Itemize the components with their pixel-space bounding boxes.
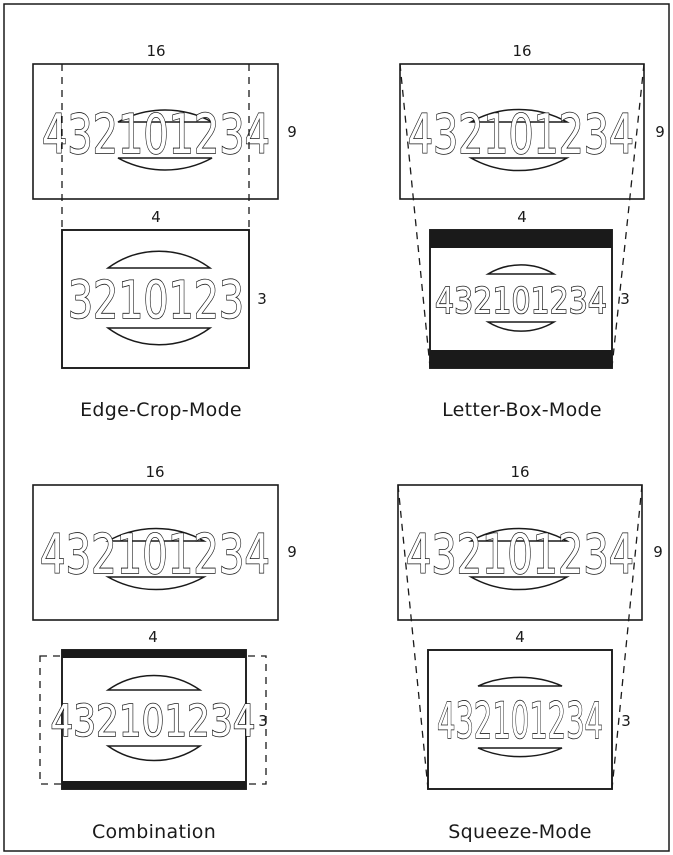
width-label: 4 [151,208,161,226]
upper-hatched-segment [468,527,570,542]
test-pattern-digits: 432101234 [51,696,256,747]
combination-narrow-screen: 432101234 4 3 [39,628,268,790]
width-label: 4 [148,628,158,646]
overscan-outline [39,655,267,785]
upper-hatched-segment [485,264,557,275]
wide-frame [32,63,279,200]
letter-box-wide-screen: 432101234 16 9 [399,42,665,200]
narrow-frame [61,649,247,790]
lower-hatched-segment [105,327,213,346]
width-label: 4 [517,208,527,226]
test-pattern-digits: 432101234 [42,103,270,166]
panel-combination: 432101234 16 9 432101234 4 3 Combination [32,463,297,843]
edge-crop-narrow-screen: 3210123 4 3 [61,208,267,369]
lower-hatched-segment [477,747,563,758]
height-label: 9 [287,123,297,141]
mode-caption: Letter-Box-Mode [442,399,602,421]
upper-hatched-segment [468,108,570,123]
height-label: 9 [653,543,663,561]
projection-guide-left [399,63,431,368]
letter-box-narrow-screen: 432101234 4 3 [429,208,630,369]
width-label: 16 [145,463,164,481]
upper-hatched-segment [105,674,203,691]
width-label: 16 [510,463,529,481]
panel-edge-crop: 432101234 16 9 3210123 4 3 Edge-Crop-Mod… [32,42,297,421]
squeeze-wide-screen: 432101234 16 9 [397,463,663,621]
lower-hatched-segment [468,576,570,591]
letterbox-bar-bottom [62,781,246,789]
lower-hatched-segment [117,157,213,171]
edge-crop-wide-screen: 432101234 16 9 [32,42,297,200]
letterbox-bar-top [430,230,612,248]
height-label: 3 [257,290,267,308]
panel-squeeze: 432101234 16 9 432101234 4 3 Squeeze-Mod… [397,463,663,843]
width-label: 16 [512,42,531,60]
wide-frame [397,484,643,621]
mode-caption: Edge-Crop-Mode [80,399,242,421]
upper-hatched-segment [105,250,213,269]
combination-wide-screen: 432101234 16 9 [32,463,297,621]
width-label: 16 [146,42,165,60]
test-pattern-digits: 432101234 [408,103,634,166]
upper-hatched-segment [105,527,207,542]
test-pattern-digits: 3210123 [68,271,244,331]
width-label: 4 [515,628,525,646]
height-label: 9 [655,123,665,141]
test-pattern-digits: 432101234 [437,692,603,750]
squeeze-narrow-screen: 432101234 4 3 [427,628,631,790]
test-pattern-digits: 432101234 [406,523,634,586]
height-label: 3 [258,712,268,730]
letterbox-bar-bottom [430,350,612,368]
letterbox-bar-top [62,650,246,658]
lower-hatched-segment [105,745,203,762]
lower-hatched-segment [485,321,557,332]
upper-hatched-segment [117,109,213,123]
height-label: 3 [620,290,630,308]
lower-hatched-segment [468,157,570,172]
narrow-frame [429,229,613,369]
mode-caption: Squeeze-Mode [448,821,591,843]
narrow-frame [61,229,250,369]
narrow-frame [427,649,613,790]
wide-frame [399,63,645,200]
height-label: 3 [621,712,631,730]
figure-border [3,3,670,852]
panel-letter-box: 432101234 16 9 432101234 4 3 Letter-Box-… [399,42,665,421]
mode-caption: Combination [92,821,216,843]
test-pattern-digits: 432101234 [435,281,607,322]
lower-hatched-segment [105,576,207,591]
projection-guide-right [611,63,645,368]
wide-frame [32,484,279,621]
upper-hatched-segment [477,676,563,687]
test-pattern-digits: 432101234 [40,523,270,586]
height-label: 9 [287,543,297,561]
